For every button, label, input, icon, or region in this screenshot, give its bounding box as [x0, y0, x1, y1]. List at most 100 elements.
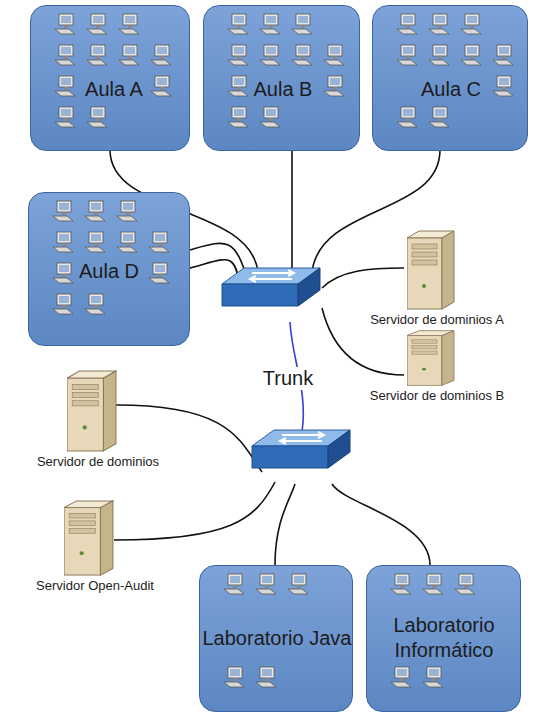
- switch-side: [328, 430, 350, 468]
- switch-arrows: [250, 270, 294, 282]
- monitor: [264, 14, 278, 25]
- monitor: [123, 14, 137, 25]
- keyboard: [391, 589, 411, 594]
- computer-icon: [149, 232, 169, 252]
- power-light: [80, 551, 84, 555]
- screen: [123, 203, 133, 210]
- stand: [126, 212, 130, 215]
- keyboard: [256, 589, 276, 594]
- server-icon: [407, 230, 455, 310]
- keyboard: [151, 91, 171, 96]
- arrow: [280, 438, 322, 444]
- server-side: [442, 231, 454, 309]
- server-front: [64, 508, 100, 575]
- keyboard: [397, 60, 417, 65]
- monitor: [155, 45, 169, 56]
- stand: [406, 118, 410, 121]
- drive-bay: [412, 252, 437, 257]
- computer-icon: [53, 232, 73, 252]
- computer-icon: [461, 45, 481, 65]
- keyboard: [324, 60, 344, 65]
- switch-front: [222, 284, 298, 306]
- drive-bay: [412, 351, 437, 355]
- screen: [91, 203, 101, 210]
- power-light: [422, 368, 426, 371]
- monitor: [465, 14, 479, 25]
- stand: [94, 212, 98, 215]
- computer-icon: [429, 45, 449, 65]
- keyboard: [429, 29, 449, 34]
- server-node: Servidor Open-Audit: [5, 500, 185, 596]
- screen: [266, 16, 276, 23]
- room-label: Aula C: [376, 77, 526, 102]
- stand: [301, 56, 305, 59]
- screen: [262, 576, 272, 583]
- server-label: Servidor de dominios B: [347, 388, 527, 403]
- computer-icon: [55, 45, 75, 65]
- room-label: Aula D: [34, 259, 184, 284]
- keyboard: [228, 29, 248, 34]
- computer-icon: [53, 263, 73, 283]
- monitor: [89, 294, 103, 305]
- screen: [234, 109, 244, 116]
- keyboard: [423, 589, 443, 594]
- cable: [332, 484, 430, 565]
- monitor: [292, 574, 306, 585]
- monitor: [401, 45, 415, 56]
- stand: [128, 25, 132, 28]
- stand: [269, 25, 273, 28]
- drive-bay: [412, 244, 437, 249]
- stand: [400, 585, 404, 588]
- server-side: [103, 371, 116, 451]
- stand: [96, 118, 100, 121]
- computer-icon: [224, 667, 244, 687]
- keyboard: [324, 91, 344, 96]
- computer-icon: [228, 76, 248, 96]
- computer-icon: [391, 667, 411, 687]
- stand: [94, 305, 98, 308]
- stand: [237, 118, 241, 121]
- monitor: [57, 263, 71, 274]
- stand: [400, 678, 404, 681]
- keyboard: [85, 216, 105, 221]
- switch-side: [298, 268, 320, 306]
- computer-icon: [397, 14, 417, 34]
- monitor: [427, 667, 441, 678]
- screen: [435, 16, 445, 23]
- screen: [294, 576, 304, 583]
- computer-icon: [260, 107, 280, 127]
- screen: [330, 47, 340, 54]
- drive-bay: [72, 384, 98, 389]
- screen: [123, 234, 133, 241]
- screen: [266, 109, 276, 116]
- power-light: [83, 425, 87, 429]
- computer-icon: [85, 232, 105, 252]
- screen: [403, 16, 413, 23]
- screen: [157, 78, 167, 85]
- monitor: [232, 45, 246, 56]
- room-box: Laboratorio Informático: [366, 565, 521, 712]
- monitor: [89, 201, 103, 212]
- drive-bay: [69, 529, 95, 534]
- computer-icon: [292, 45, 312, 65]
- switch-front: [252, 446, 328, 468]
- monitor: [328, 45, 342, 56]
- screen: [234, 78, 244, 85]
- stand: [502, 56, 506, 59]
- keyboard: [224, 682, 244, 687]
- monitor: [91, 107, 105, 118]
- keyboard: [493, 60, 513, 65]
- stand: [62, 243, 66, 246]
- screen: [403, 109, 413, 116]
- monitor: [89, 232, 103, 243]
- keyboard: [85, 309, 105, 314]
- computer-icon: [292, 14, 312, 34]
- server-front: [407, 238, 442, 309]
- keyboard: [87, 29, 107, 34]
- monitor: [153, 263, 167, 274]
- stand: [438, 56, 442, 59]
- stand: [233, 678, 237, 681]
- monitor: [232, 14, 246, 25]
- monitor: [57, 294, 71, 305]
- drive-bay: [72, 401, 98, 406]
